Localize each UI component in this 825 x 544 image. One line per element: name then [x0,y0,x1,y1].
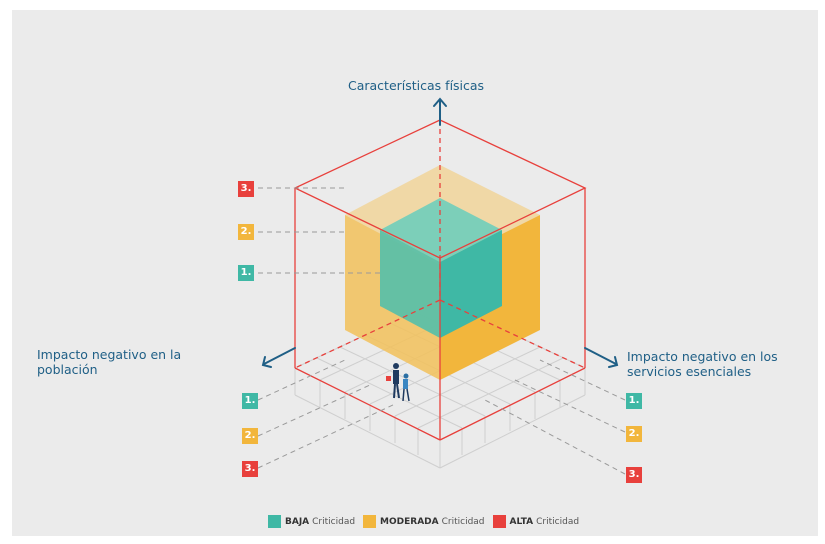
vertical-level-1-badge: 1. [238,265,254,281]
level-leader-lines [257,187,626,475]
legend-level-alta: ALTA [509,516,534,527]
legend-level-baja: BAJA [285,516,310,527]
right-level-3-badge: 3. [626,467,642,483]
left-axis-label: Impacto negativo en la población [37,347,182,377]
low-cube-top [380,198,502,262]
legend-text-alta: Criticidad [536,516,580,527]
left-level-1-badge: 1. [242,393,258,409]
legend-swatch-baja [268,515,281,528]
legend-level-moderada: MODERADA [380,516,439,527]
low-cube-left [380,230,440,338]
high-cube-outline [293,119,587,441]
left-level-3-badge: 3. [242,461,258,477]
vertical-axis-label: Características físicas [348,78,485,93]
legend-text-baja: Criticidad [312,516,356,527]
legend-item-alta: ALTA Criticidad [492,515,580,528]
left-axis-arrow [263,347,296,365]
vertical-level-3-badge: 3. [238,181,254,197]
low-cube-right [440,230,502,338]
legend-item-baja: BAJA Criticidad [268,515,355,528]
legend-swatch-moderada [363,515,377,528]
low-cube [380,198,502,338]
right-axis-label: Impacto negativo en los servicios esenci… [627,349,778,379]
right-level-2-badge: 2. [626,426,642,442]
legend-text-moderada: Criticidad [441,516,485,527]
left-level-2-badge: 2. [242,428,258,444]
right-level-1-badge: 1. [626,393,642,409]
right-axis-arrow [584,347,617,365]
legend: BAJA Criticidad MODERADA Criticidad ALTA… [268,515,587,528]
axis-arrows [261,97,619,368]
vertical-level-2-badge: 2. [238,224,254,240]
people-figure-icon [386,363,410,402]
legend-item-moderada: MODERADA Criticidad [363,515,485,528]
legend-swatch-alta [492,515,506,528]
